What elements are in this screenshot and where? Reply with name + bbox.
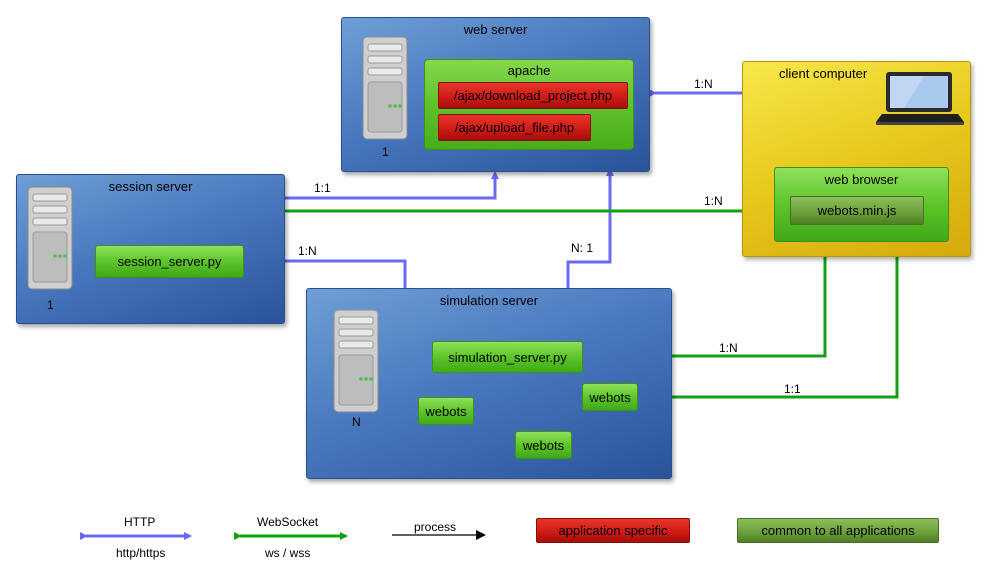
ws-session-browser	[228, 207, 787, 249]
webots-min-js: webots.min.js	[790, 196, 924, 225]
session-server-icon	[27, 186, 73, 290]
apache-title: apache	[507, 63, 551, 78]
legend-common: common to all applications	[737, 518, 939, 543]
label-session-web: 1:1	[314, 181, 331, 195]
label-webots-client: 1:1	[784, 382, 801, 396]
simulation-server-icon	[333, 309, 379, 413]
web-browser-title: web browser	[824, 172, 899, 187]
legend-app-specific: application specific	[536, 518, 690, 543]
label-session-sim: 1:N	[298, 244, 317, 258]
label-session-client: 1:N	[704, 194, 723, 208]
label-client-web: 1:N	[694, 77, 713, 91]
session-server-process: session_server.py	[95, 245, 244, 278]
web-server-icon	[362, 36, 408, 140]
webots-process-1: webots	[418, 397, 474, 425]
upload-file-php: /ajax/upload_file.php	[438, 114, 591, 141]
simulation-server-count: N	[352, 415, 361, 429]
session-server-title: session server	[108, 179, 193, 194]
web-server-title: web server	[463, 22, 528, 37]
laptop-icon	[876, 72, 964, 125]
legend-http-subtitle: http/https	[116, 546, 166, 560]
legend-websocket-title: WebSocket	[257, 515, 319, 529]
client-computer-title: client computer	[779, 66, 868, 81]
webots-process-2: webots	[515, 431, 572, 459]
web-server-count: 1	[382, 145, 389, 159]
session-server-count: 1	[47, 298, 54, 312]
label-sim-web: N: 1	[571, 241, 594, 255]
ws-webots-browser	[634, 224, 901, 401]
legend-websocket-subtitle: ws / wss	[265, 546, 311, 560]
legend-process-title: process	[414, 520, 457, 534]
label-sim-client: 1:N	[719, 341, 738, 355]
simulation-server-process: simulation_server.py	[432, 341, 583, 373]
webots-process-3: webots	[582, 383, 638, 411]
simulation-server-title: simulation server	[439, 293, 539, 308]
download-project-php: /ajax/download_project.php	[438, 82, 628, 109]
legend-http-title: HTTP	[124, 515, 156, 529]
